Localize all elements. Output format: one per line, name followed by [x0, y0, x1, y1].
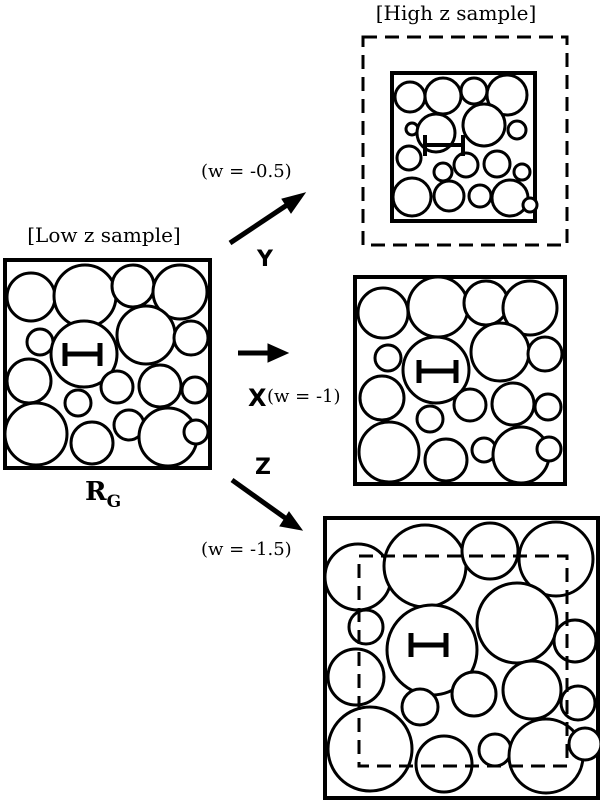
low-z-sample-label: [Low z sample]: [27, 223, 181, 247]
high-z-sample-label: [High z sample]: [376, 1, 537, 25]
low-z-sample-box: [3, 258, 212, 470]
arrow-y-label: Y: [256, 247, 274, 272]
rg-label: RG: [85, 477, 121, 512]
large-ruler-icon: [408, 633, 449, 657]
high-z-dashed-frame: [361, 35, 569, 247]
w-z-label: (w = -1.5): [201, 539, 292, 560]
arrow-z: [230, 477, 304, 531]
w-y-label: (w = -0.5): [201, 161, 292, 182]
large-sample-box: [323, 516, 600, 800]
arrow-y: [228, 192, 307, 246]
mid-sample-box: [353, 275, 567, 486]
w-x-label: (w = -1): [267, 386, 341, 407]
low-z-ruler-icon: [62, 343, 103, 366]
large-dashed-frame: [357, 554, 569, 768]
mid-grains: [356, 275, 564, 485]
mid-ruler-icon: [416, 360, 459, 383]
high-z-ruler-icon: [423, 135, 465, 156]
high-z-sample-box: [361, 35, 569, 247]
arrow-z-label: Z: [255, 455, 271, 480]
rg-subscript: G: [107, 492, 122, 512]
arrow-x-label: X: [248, 384, 267, 412]
high-z-grains: [391, 73, 539, 218]
arrow-x: [238, 343, 290, 363]
rg-main: R: [85, 477, 107, 507]
low-z-grains: [3, 263, 210, 468]
